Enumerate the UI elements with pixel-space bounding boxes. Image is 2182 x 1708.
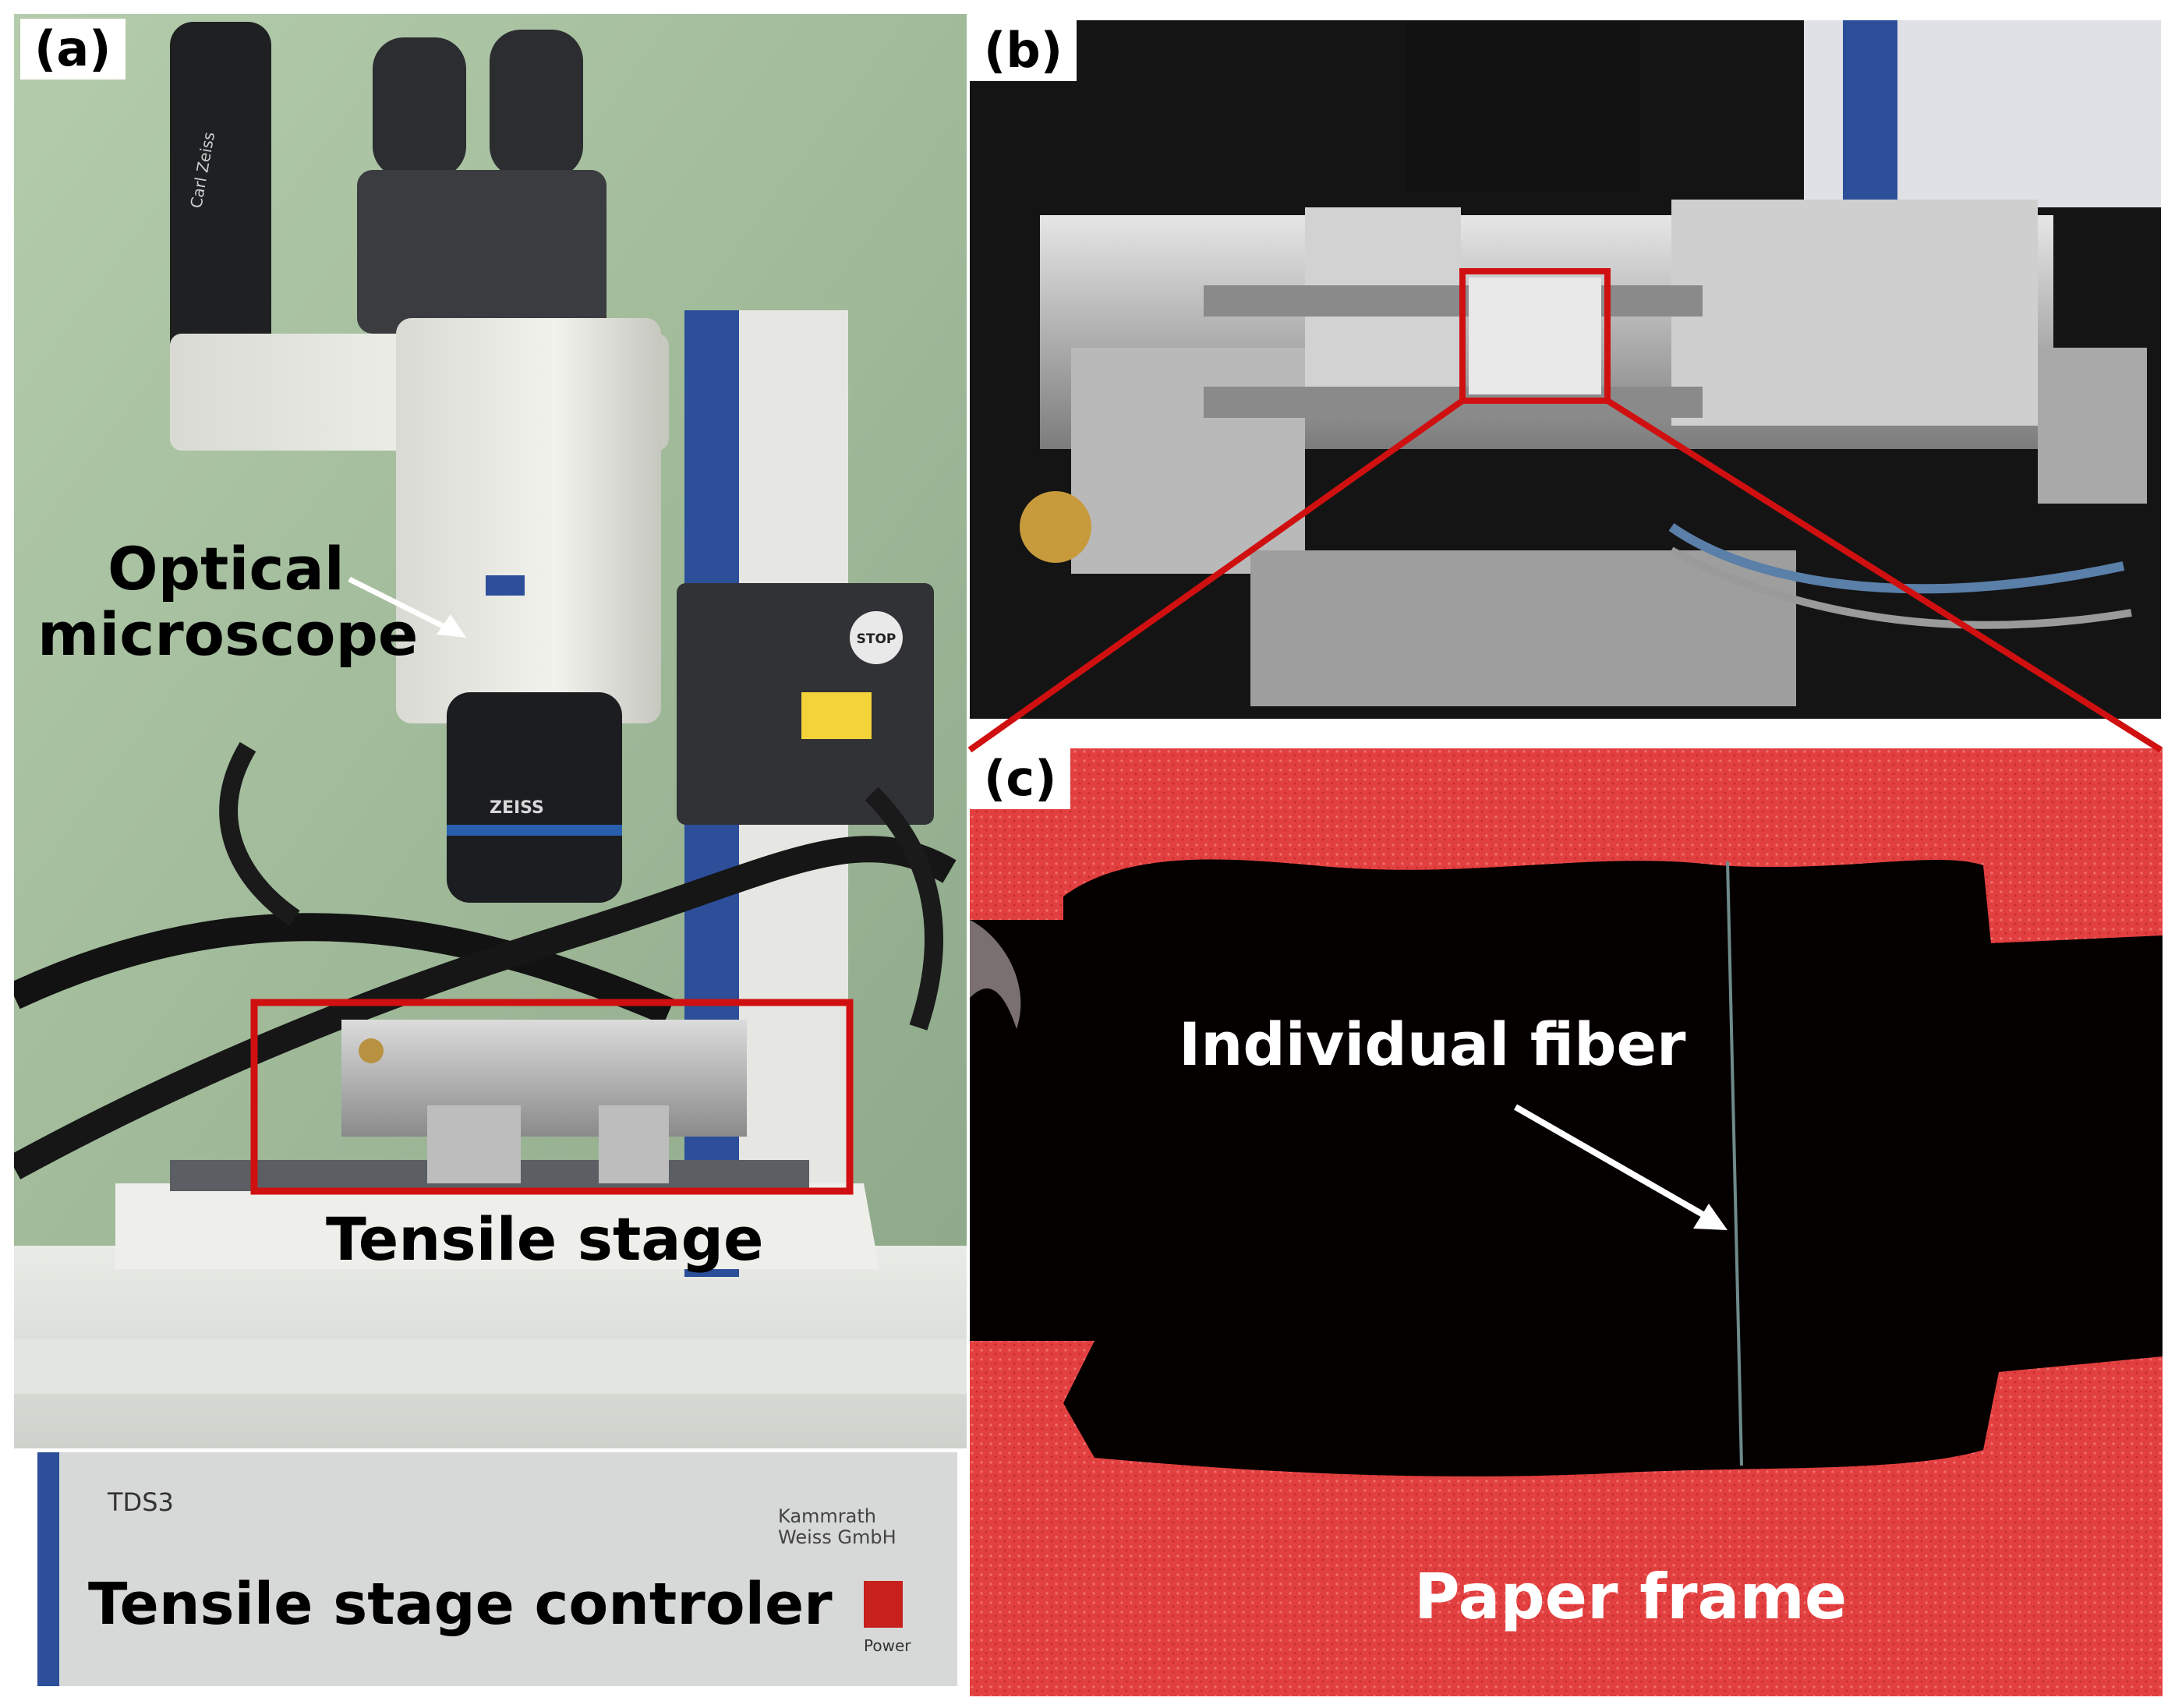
tensile-stage-controller — [37, 1452, 957, 1686]
controller-brand-line1: Kammrath — [778, 1505, 876, 1527]
objective-brand-text: ZEISS — [490, 798, 544, 818]
caution-label — [801, 692, 872, 739]
paper-frame-micrograph — [970, 748, 2163, 1696]
eyepiece-right — [490, 30, 583, 178]
zoom-line-right — [1605, 398, 2163, 753]
eyepiece-left — [373, 37, 466, 178]
optical-line1: Optical — [108, 534, 345, 603]
panel-b-photo: (b) — [970, 20, 2161, 719]
individual-fiber — [1726, 861, 1743, 1466]
objective-above-stage — [1406, 20, 1640, 192]
tensile-stage-illustration — [970, 20, 2161, 719]
microscope-body — [396, 318, 661, 723]
controller-annotation: Tensile stage controler — [88, 1571, 833, 1638]
sensor-cable — [1668, 523, 2125, 594]
objective-lens — [447, 692, 622, 903]
tensile-stage-small — [341, 1020, 747, 1137]
panel-b-label: (b) — [970, 20, 1077, 81]
panel-a-label: (a) — [20, 19, 126, 80]
power-label-text: Power — [864, 1636, 911, 1655]
panel-a-photo: Carl Zeiss ZEISS STOP TDS3 Kammrath Weis… — [14, 14, 967, 1696]
tensile-stage-annotation: Tensile stage — [326, 1204, 764, 1274]
camera-tube — [170, 22, 271, 380]
zoom-line-left — [967, 398, 1465, 753]
optical-line2: microscope — [37, 599, 419, 669]
panel-c-label: (c) — [970, 748, 1071, 809]
power-switch — [864, 1581, 903, 1628]
optical-microscope-annotation: Optical microscope — [37, 536, 418, 667]
sample-grip-area — [1469, 278, 1601, 394]
brass-knob — [1020, 491, 1091, 563]
paper-frame-window — [970, 859, 2163, 1476]
stage-base-plate — [115, 1183, 879, 1269]
paper-frame-annotation: Paper frame — [1414, 1561, 1848, 1633]
zeiss-badge — [486, 575, 525, 596]
lead-screw — [1204, 285, 1703, 316]
microscope-setup-illustration: Carl Zeiss ZEISS STOP TDS3 Kammrath Weis… — [14, 14, 967, 1686]
fiber-arrow — [1514, 1104, 1707, 1219]
controller-model-text: TDS3 — [107, 1487, 174, 1517]
controller-brand-line2: Weiss GmbH — [778, 1526, 896, 1548]
light-guide-cable — [14, 913, 675, 1025]
stop-button — [850, 611, 903, 664]
individual-fiber-annotation: Individual fiber — [1179, 1010, 1686, 1079]
tensile-stage-highlight-box — [250, 999, 854, 1195]
sample-highlight-box — [1459, 268, 1611, 404]
stop-button-text: STOP — [857, 631, 896, 647]
optical-microscope-arrow — [348, 576, 452, 633]
panel-c-photo: (c) Individual fiber Paper frame — [970, 748, 2163, 1696]
